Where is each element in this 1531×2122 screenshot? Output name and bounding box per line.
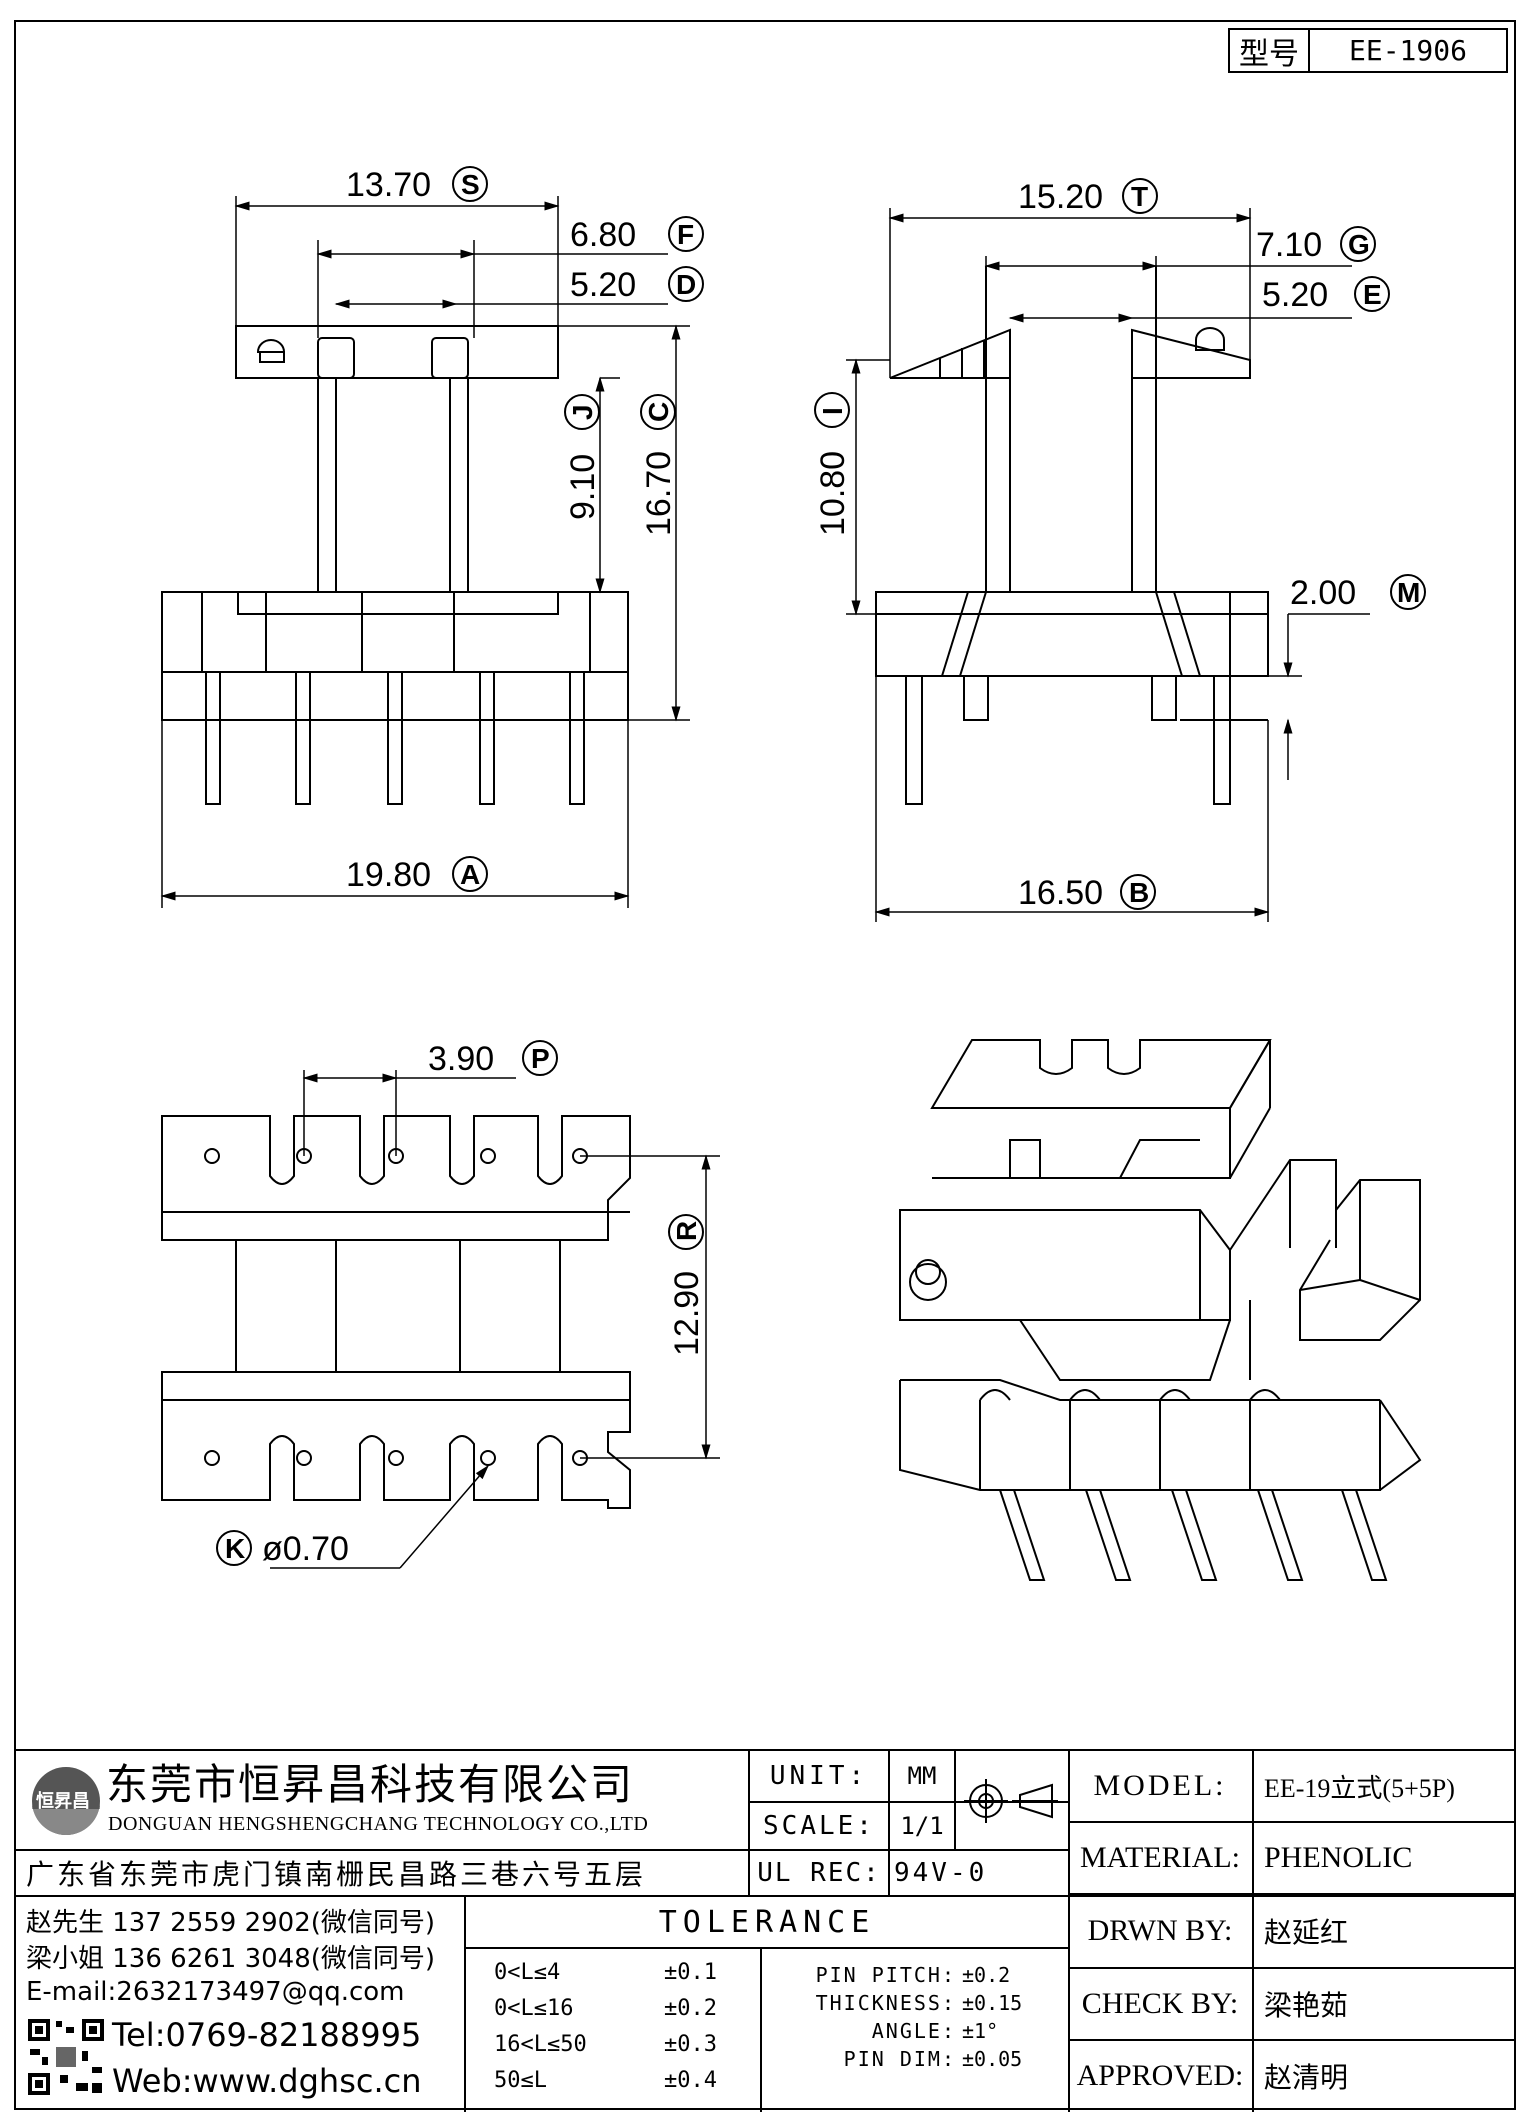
side-view — [875, 266, 1269, 805]
dim-i-tag: I — [817, 407, 848, 415]
dim-e-value: 5.20 — [1262, 276, 1328, 314]
company-name-en: DONGUAN HENGSHENGCHANG TECHNOLOGY CO.,LT… — [108, 1812, 649, 1835]
tolerance-title: TOLERANCE — [658, 1904, 876, 1940]
front-view — [161, 325, 629, 805]
model-number-label: 型号 — [1230, 30, 1310, 72]
tol-pin-dim-label: PIN DIM: — [843, 2047, 956, 2071]
tol-thickness-label: THICKNESS: — [815, 1991, 956, 2015]
approved-value: 赵清明 — [1264, 2061, 1349, 2094]
unit-value: MM — [907, 1762, 937, 1790]
material-label: MATERIAL: — [1080, 1841, 1240, 1874]
dim-p-tag: P — [531, 1043, 550, 1074]
dim-d-tag: D — [676, 269, 696, 300]
company-logo: 恒昇昌 — [26, 1761, 108, 1841]
dim-m-value: 2.00 — [1290, 574, 1356, 612]
scale-label: SCALE: — [763, 1811, 875, 1841]
tol-pin-pitch-value: ±0.2 — [962, 1963, 1011, 1987]
tol-pin-pitch-label: PIN PITCH: — [815, 1963, 956, 1987]
dim-e-tag: E — [1363, 279, 1382, 310]
contact-2: 梁小姐 136 6261 3048(微信同号) — [26, 1943, 436, 1974]
dim-j-value: 9.10 — [564, 454, 602, 520]
company-name-cn: 东莞市恒昇昌科技有限公司 — [106, 1759, 635, 1809]
tol-angle-value: ±1° — [962, 2019, 999, 2043]
company-address: 广东省东莞市虎门镇南栅民昌路三巷六号五层 — [26, 1858, 647, 1891]
ul-label: UL REC: — [757, 1858, 881, 1888]
qr-code — [26, 2013, 108, 2101]
company-web: Web:www.dghsc.cn — [112, 2062, 422, 2100]
dim-s-value: 13.70 — [346, 166, 431, 204]
top-view-dims: 3.90 P 12.90 R K ø0.70 — [216, 1040, 706, 1568]
dim-j-tag: J — [567, 404, 598, 420]
drawn-by-label: DRWN BY: — [1087, 1914, 1233, 1947]
scale-value: 1/1 — [900, 1812, 944, 1840]
material-value: PHENOLIC — [1264, 1841, 1413, 1874]
dim-a-tag: A — [460, 859, 480, 890]
model-label: MODEL: — [1093, 1769, 1227, 1802]
front-view-dims: 13.70 S 6.80 F 5.20 D 9.10 J 16.70 C 19.… — [346, 166, 704, 894]
drawn-by-value: 赵延红 — [1264, 1916, 1349, 1949]
svg-text:恒昇昌: 恒昇昌 — [36, 1790, 90, 1811]
dim-g-value: 7.10 — [1256, 226, 1322, 264]
tol-range-1: 0<L≤4 — [494, 1959, 561, 1985]
check-by-label: CHECK BY: — [1081, 1987, 1239, 2020]
contact-1: 赵先生 137 2559 2902(微信同号) — [26, 1907, 436, 1938]
projection-symbol — [960, 1761, 1064, 1841]
tol-thickness-value: ±0.15 — [962, 1991, 1023, 2015]
side-view-dims: 15.20 T 7.10 G 5.20 E 10.80 I 2.00 M 16.… — [814, 178, 1426, 912]
top-view — [161, 1115, 631, 1509]
dim-s-tag: S — [461, 169, 480, 200]
dim-b-value: 16.50 — [1018, 874, 1103, 912]
dim-c-tag: C — [643, 402, 674, 422]
company-tel: Tel:0769-82188995 — [112, 2016, 422, 2054]
dim-r-value: 12.90 — [668, 1271, 706, 1356]
unit-label: UNIT: — [769, 1761, 869, 1791]
projection-icon — [964, 1779, 1058, 1823]
sheet-border — [14, 20, 1516, 2110]
dim-b-tag: B — [1129, 877, 1149, 908]
model-number-box: 型号 EE-1906 — [1228, 28, 1508, 73]
dim-m-tag: M — [1397, 577, 1420, 608]
dim-k-value: ø0.70 — [262, 1530, 349, 1568]
model-number-value: EE-1906 — [1348, 34, 1467, 67]
contact-email: E-mail:2632173497@qq.com — [26, 1977, 405, 2007]
dim-t-value: 15.20 — [1018, 178, 1103, 216]
tol-value-2: ±0.2 — [664, 1995, 717, 2021]
dim-r-tag: R — [671, 1221, 702, 1241]
tol-range-4: 50≤L — [494, 2067, 547, 2093]
tol-value-3: ±0.3 — [664, 2031, 717, 2057]
tol-range-3: 16<L≤50 — [494, 2031, 587, 2057]
tol-range-2: 0<L≤16 — [494, 1995, 574, 2021]
isometric-view — [899, 1039, 1422, 1581]
model-value: EE-19立式(5+5P) — [1264, 1773, 1455, 1803]
title-block: 恒昇昌 东莞市恒昇昌科技有限公司 DONGUAN HENGSHENGCHANG … — [14, 1749, 1516, 2112]
dim-p-value: 3.90 — [428, 1040, 494, 1078]
logo-icon: 恒昇昌 — [32, 1767, 100, 1835]
qr-code-icon — [26, 2017, 106, 2097]
dim-k-tag: K — [225, 1533, 245, 1564]
tol-value-4: ±0.4 — [664, 2067, 717, 2093]
dim-f-tag: F — [677, 219, 694, 250]
dim-g-tag: G — [1348, 229, 1370, 260]
dim-t-tag: T — [1131, 181, 1148, 212]
dim-d-value: 5.20 — [570, 266, 636, 304]
tol-value-1: ±0.1 — [664, 1959, 717, 1985]
ul-value: 94V-0 — [894, 1858, 988, 1888]
approved-label: APPROVED: — [1076, 2059, 1244, 2092]
tol-pin-dim-value: ±0.05 — [962, 2047, 1023, 2071]
dim-a-value: 19.80 — [346, 856, 431, 894]
dim-f-value: 6.80 — [570, 216, 636, 254]
tol-angle-label: ANGLE: — [871, 2019, 956, 2043]
check-by-value: 梁艳茹 — [1264, 1989, 1349, 2022]
dim-i-value: 10.80 — [814, 451, 852, 536]
dim-c-value: 16.70 — [640, 451, 678, 536]
technical-drawing: 13.70 S 6.80 F 5.20 D 9.10 J 16.70 C 19.… — [160, 166, 1426, 1581]
